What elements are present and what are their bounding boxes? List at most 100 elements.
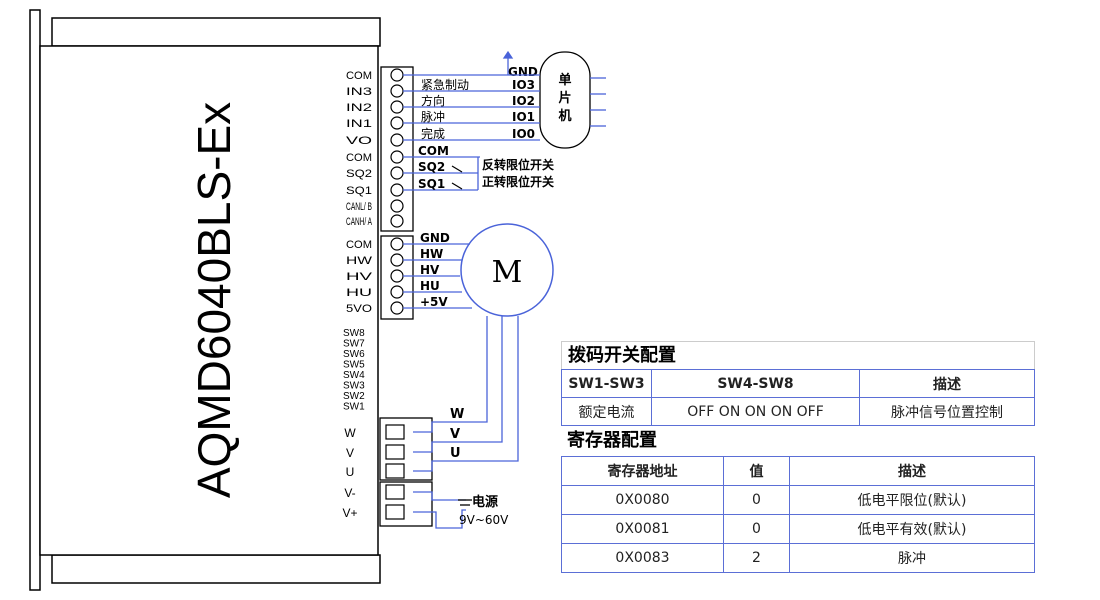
terminal-screw	[390, 100, 404, 114]
io-signal-name: 紧急制动	[421, 77, 469, 92]
table-cell: 额定电流	[561, 397, 652, 426]
terminal-label: HU	[346, 287, 372, 299]
io-pin-label: IO3	[512, 78, 535, 92]
mcu-block	[539, 51, 591, 149]
terminal-screw	[390, 68, 404, 82]
table-row: 0X0080 0 低电平限位(默认)	[561, 485, 1035, 515]
mcu-label-char: 片	[558, 90, 571, 106]
register-config-table: 寄存器地址 值 描述 0X0080 0 低电平限位(默认) 0X0081 0 低…	[561, 456, 1035, 573]
limit-switch-desc: 正转限位开关	[482, 174, 554, 189]
hall-wire-label: HW	[420, 247, 443, 261]
terminal-screw	[385, 424, 405, 440]
table-cell: 0	[723, 514, 790, 544]
dip-switch-label: SW1	[343, 402, 365, 413]
table-cell: OFF ON ON ON OFF	[651, 397, 860, 426]
phase-wire-label: U	[450, 446, 461, 461]
io-pin-label: IO2	[512, 94, 535, 108]
terminal-label: CANH/ A	[346, 216, 372, 228]
driver-enclosure	[29, 9, 381, 591]
limit-switch-label: SQ1	[418, 177, 445, 191]
mcu-label-char: 机	[558, 108, 571, 124]
terminal-label: IN1	[346, 118, 372, 130]
terminal-screw	[385, 484, 405, 500]
limit-switch-desc: 反转限位开关	[482, 157, 554, 172]
driver-model-label: AQMD6040BLS-Ex	[188, 102, 240, 498]
header-cell: 寄存器地址	[561, 456, 724, 486]
terminal-screw	[390, 269, 404, 283]
io-signal-name: 完成	[421, 126, 445, 141]
table-cell: 2	[723, 543, 790, 573]
terminal-screw	[385, 444, 405, 460]
io-wires: 紧急制动 IO3 方向 IO2 脉冲 IO1 完成 IO0	[403, 74, 540, 141]
header-cell: 描述	[859, 369, 1035, 398]
table-header-row: 寄存器地址 值 描述	[561, 456, 1035, 486]
ground-arrow	[502, 50, 540, 76]
phase-wire-label: W	[450, 407, 464, 422]
terminal-label: IN2	[346, 102, 372, 114]
terminal-screw	[390, 301, 404, 315]
terminal-label: V	[346, 446, 354, 460]
terminal-screw	[385, 463, 405, 479]
config-tables: 拨码开关配置 SW1-SW3 SW4-SW8 描述 额定电流 OFF ON ON…	[561, 341, 1035, 573]
table-cell: 低电平有效(默认)	[789, 514, 1035, 544]
terminal-screw	[390, 285, 404, 299]
register-config-title: 寄存器配置	[567, 430, 657, 451]
terminal-label: COM	[346, 70, 372, 82]
limit-switch-label: SQ2	[418, 160, 445, 174]
terminal-label: 5VO	[346, 303, 373, 315]
power-wiring	[413, 491, 472, 529]
io-pin-label: IO1	[512, 110, 535, 124]
terminal-label: SQ2	[346, 168, 372, 180]
hall-wire-label: +5V	[420, 295, 448, 309]
dip-switch-label: SW2	[343, 391, 365, 402]
limit-switch-wires: COM SQ2 反转限位开关 SQ1 正转限位开关	[403, 144, 554, 191]
terminal-screw	[390, 133, 404, 147]
header-cell: SW4-SW8	[651, 369, 860, 398]
io-signal-name: 脉冲	[421, 109, 445, 124]
io-pin-label: IO0	[512, 127, 535, 141]
terminal-label: V+	[342, 506, 357, 520]
terminal-screw	[390, 183, 404, 197]
table-cell: 0	[723, 485, 790, 515]
dip-switch-label: SW5	[343, 360, 365, 371]
dip-switch-label: SW4	[343, 370, 365, 381]
motor-label: M	[492, 255, 523, 290]
hall-wire-label: HV	[420, 263, 440, 277]
terminal-screw	[390, 150, 404, 164]
terminal-label: CANL/ B	[346, 201, 372, 213]
limit-com-label: COM	[418, 144, 449, 158]
header-cell: SW1-SW3	[561, 369, 652, 398]
terminal-screw	[390, 253, 404, 267]
switch-contact	[451, 165, 463, 173]
terminal-label: HV	[346, 271, 373, 283]
dip-switch-label: SW3	[343, 381, 365, 392]
wire	[413, 316, 503, 453]
wire	[413, 316, 488, 433]
terminal-label: SQ1	[346, 185, 372, 197]
terminal-screw	[390, 166, 404, 180]
dip-switch-label: SW8	[343, 328, 365, 339]
terminal-screw	[390, 116, 404, 130]
terminal-label: COM	[346, 152, 372, 164]
phase-wires: WVU	[413, 316, 519, 472]
header-cell: 描述	[789, 456, 1035, 486]
table-row: 0X0083 2 脉冲	[561, 543, 1035, 573]
table-cell: 脉冲	[789, 543, 1035, 573]
dip-config-table: SW1-SW3 SW4-SW8 描述 额定电流 OFF ON ON ON OFF…	[561, 369, 1035, 426]
table-header-row: SW1-SW3 SW4-SW8 描述	[561, 369, 1035, 398]
terminal-label: IN3	[346, 86, 372, 98]
gnd-label: GND	[508, 65, 538, 79]
terminal-screw	[390, 214, 404, 228]
wire	[413, 316, 519, 472]
terminal-screws	[385, 68, 405, 520]
terminal-label: HW	[346, 255, 373, 267]
io-signal-name: 方向	[421, 93, 445, 108]
phase-wire-label: V	[450, 427, 460, 442]
mcu-output-lines	[590, 77, 606, 127]
mcu-label-char: 单	[558, 72, 571, 88]
terminal-label: U	[346, 465, 355, 479]
table-cell: 脉冲信号位置控制	[859, 397, 1035, 426]
terminal-screw	[385, 504, 405, 520]
